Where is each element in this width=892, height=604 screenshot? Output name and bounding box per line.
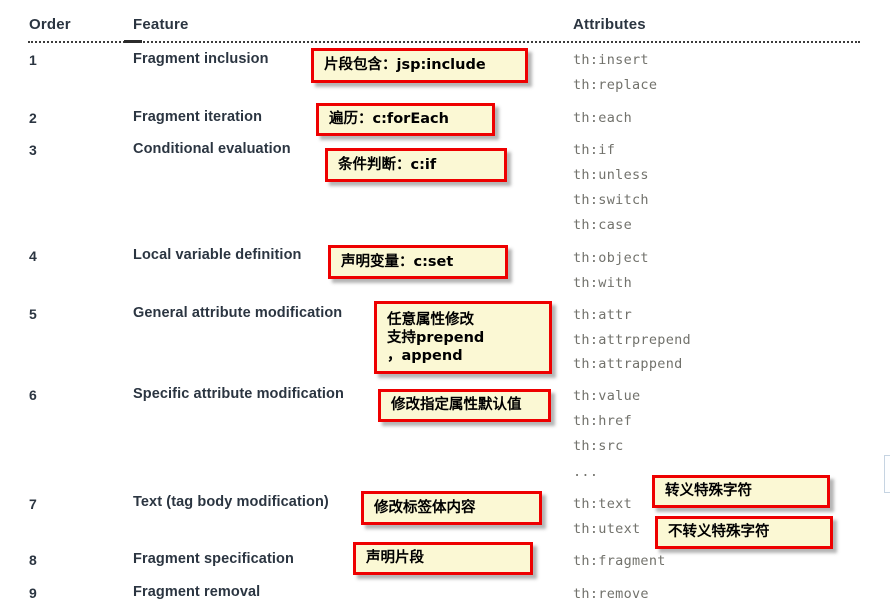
row-attribute-3-2: th:unless xyxy=(573,167,649,183)
row-feature-1: Fragment inclusion xyxy=(133,51,269,67)
header-divider-accent xyxy=(124,40,142,43)
column-header-attributes: Attributes xyxy=(573,16,646,33)
annotation-conditional-evaluation: 条件判断：c:if xyxy=(325,148,507,182)
row-attribute-8-1: th:fragment xyxy=(573,553,666,569)
row-feature-9: Fragment removal xyxy=(133,584,261,600)
row-attribute-4-2: th:with xyxy=(573,275,632,291)
row-attribute-5-1: th:attr xyxy=(573,307,632,323)
annotation-fragment-specification: 声明片段 xyxy=(353,542,533,575)
row-feature-6: Specific attribute modification xyxy=(133,386,344,402)
annotation-local-variable: 声明变量：c:set xyxy=(328,245,508,279)
row-order-5: 5 xyxy=(29,306,37,322)
row-feature-7: Text (tag body modification) xyxy=(133,494,329,510)
annotation-escaped-characters: 转义特殊字符 xyxy=(652,475,830,508)
row-attribute-5-2: th:attrprepend xyxy=(573,332,691,348)
row-attribute-5-3: th:attrappend xyxy=(573,356,683,372)
row-attribute-4-1: th:object xyxy=(573,250,649,266)
row-order-3: 3 xyxy=(29,142,37,158)
row-attribute-2-1: th:each xyxy=(573,110,632,126)
annotation-specific-attribute: 修改指定属性默认值 xyxy=(378,389,551,422)
row-feature-3: Conditional evaluation xyxy=(133,141,291,157)
row-feature-4: Local variable definition xyxy=(133,247,302,263)
row-attribute-6-2: th:href xyxy=(573,413,632,429)
row-attribute-3-4: th:case xyxy=(573,217,632,233)
row-feature-8: Fragment specification xyxy=(133,551,294,567)
annotation-fragment-iteration: 遍历：c:forEach xyxy=(316,103,495,136)
column-header-feature: Feature xyxy=(133,16,189,33)
row-attribute-3-1: th:if xyxy=(573,142,616,158)
row-attribute-1-1: th:insert xyxy=(573,52,649,68)
row-order-6: 6 xyxy=(29,387,37,403)
row-attribute-3-3: th:switch xyxy=(573,192,649,208)
row-order-7: 7 xyxy=(29,496,37,512)
row-order-2: 2 xyxy=(29,110,37,126)
row-attribute-7-2: th:utext xyxy=(573,521,641,537)
column-header-order: Order xyxy=(29,16,71,33)
row-attribute-1-2: th:replace xyxy=(573,77,658,93)
annotation-unescaped-characters: 不转义特殊字符 xyxy=(655,516,833,549)
row-attribute-6-4: ... xyxy=(573,464,599,480)
row-feature-2: Fragment iteration xyxy=(133,109,263,125)
row-attribute-9-1: th:remove xyxy=(573,586,649,602)
row-order-4: 4 xyxy=(29,248,37,264)
scrollbar-artifact xyxy=(884,455,890,493)
row-order-8: 8 xyxy=(29,552,37,568)
annotation-text-body: 修改标签体内容 xyxy=(361,491,542,525)
header-divider xyxy=(28,41,860,43)
annotation-fragment-inclusion: 片段包含：jsp:include xyxy=(311,48,528,83)
row-order-1: 1 xyxy=(29,52,37,68)
row-attribute-6-1: th:value xyxy=(573,388,641,404)
annotation-general-attribute: 任意属性修改 支持prepend ，append xyxy=(374,301,552,374)
row-order-9: 9 xyxy=(29,585,37,601)
row-attribute-6-3: th:src xyxy=(573,438,624,454)
row-attribute-7-1: th:text xyxy=(573,496,632,512)
row-feature-5: General attribute modification xyxy=(133,305,343,321)
